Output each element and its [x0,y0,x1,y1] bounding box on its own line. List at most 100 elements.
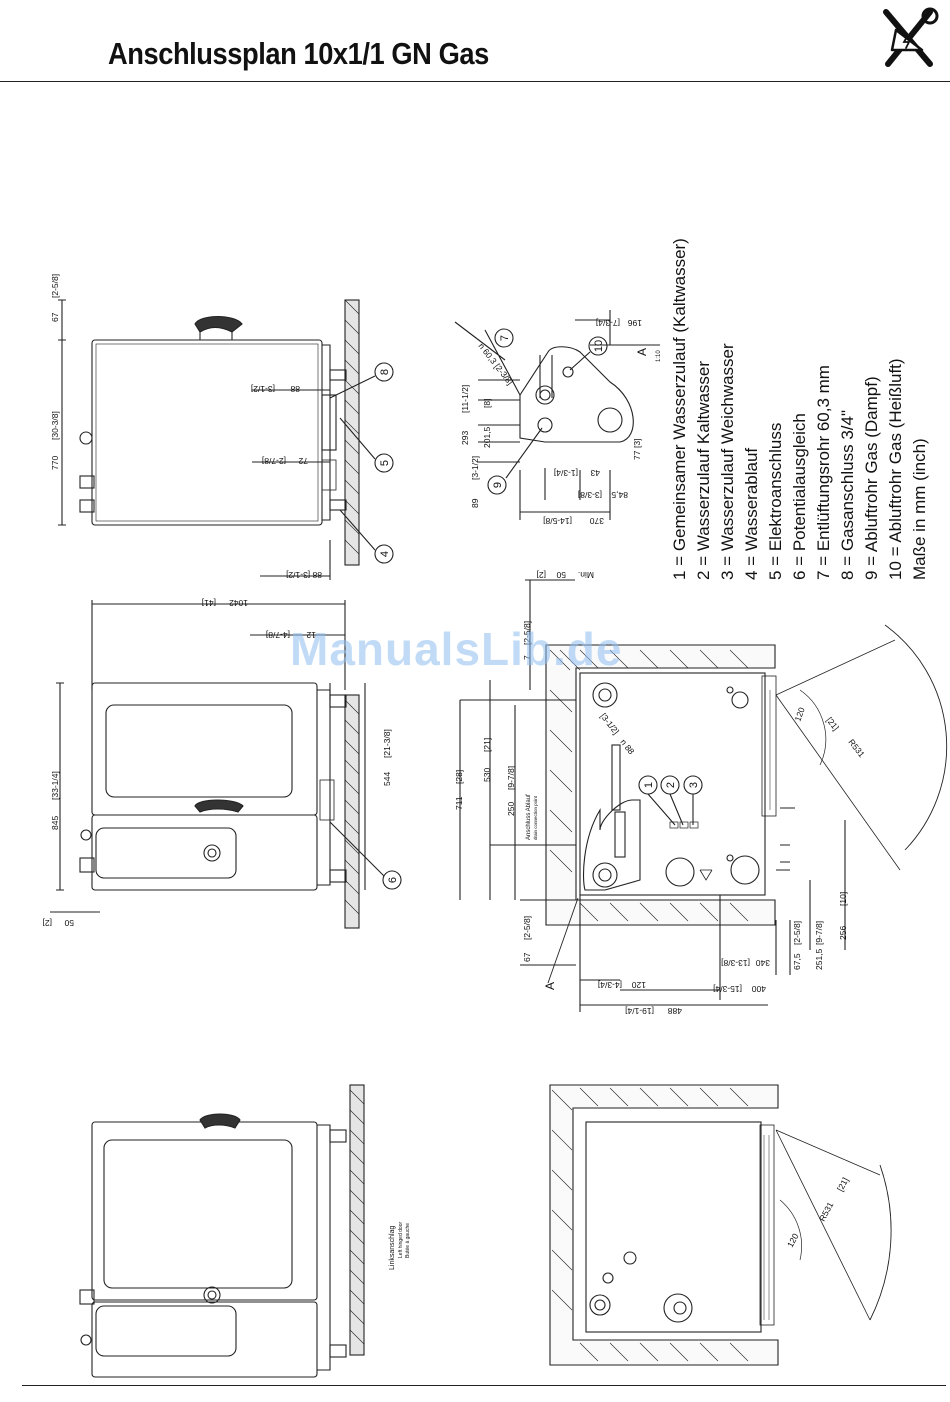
dim-top-88-bottom: 88 [3-1/2] [286,570,322,580]
dim-plan-n88: n 88 [618,737,636,756]
dim-front-1042: 1042 [229,598,248,608]
dim-plan-530-in: [21] [482,738,492,752]
dim-detail-43: 43 [590,468,600,478]
dim-plan-488-in: [19-1/4] [625,1006,654,1016]
dim-detail-845-in: [3-3/8] [578,490,602,500]
dim-plan-711: 711 [454,796,464,810]
dim-detail-89-in: [3-1/2] [470,456,480,480]
legend-item-2: 2 = Wasserzulauf Kaltwasser [694,360,713,580]
left-hinge-plan-view [549,1084,892,1366]
dim-top-88: 88 [290,384,300,394]
plan-view [459,579,948,1012]
drain-note-title: Anschluss Ablauf [526,794,532,840]
dim-plan-67-in: [2-5/8] [522,916,532,940]
legend-item-1: 1 = Gemeinsamer Wasserzulauf (Kaltwasser… [670,238,689,580]
dim-plan-120: 120 [632,980,646,990]
legend-item-7: 7 = Entlüftungsrohr 60,3 mm [814,365,833,580]
top-view [58,299,360,580]
legend-item-8: 8 = Gasanschluss 3/4" [838,410,857,580]
dim-detail-293: 293 [460,431,470,445]
callout-5: 5 [379,460,391,466]
dim-top-72-in: [2-7/8] [262,456,286,466]
dim-top-67-in: [2-5/8] [50,274,60,298]
dim-front-544: 544 [382,772,392,786]
legend-item-10: 10 = Abluftrohr Gas (Heißluft) [886,358,905,580]
dim-plan-250-in: [9-7/8] [506,766,516,790]
callout-1: 1 [643,782,655,788]
dim-plan-400-in: [15-3/4] [713,984,742,994]
callout-3: 3 [688,782,700,788]
dim-plan-675: 67,5 [792,953,802,970]
dim-top-770-in: [30-3/8] [50,411,60,440]
dim-detail-370: 370 [590,516,604,526]
dim-front-544-in: [21-3/8] [382,729,392,758]
page-title: Anschlussplan 10x1/1 GN Gas [108,36,489,71]
dim-front-12: 12 [306,630,316,640]
callout-4: 4 [379,551,391,557]
watermark: ManualsLib.de [290,623,623,675]
front-view [50,600,366,929]
dim-detail-293-in: [11-1/2] [460,385,470,413]
callout-6: 6 [387,877,399,883]
tools-electric-icon [883,7,939,67]
callout-10: 10 [593,340,605,352]
dim-plan-256: 256 [838,926,848,940]
dim-plan-120-angle: 120 [792,706,806,723]
dim-detail-2015-in: [8] [482,399,492,408]
dim-top-67: 67 [50,312,60,322]
legend-item-4: 4 = Wasserablauf [742,447,761,580]
dim-plan-250: 250 [506,802,516,816]
dim-plan-2515-in: [9-7/8] [814,921,824,945]
dim-plan-2515: 251,5 [814,948,824,970]
dim-front-12-in: [4-7/8] [266,630,290,640]
dim-plan-7: 7 [522,655,532,660]
dim-front-845: 845 [50,816,60,830]
dim-front-50: 50 [64,918,74,928]
legend-units: Maße in mm (inch) [910,438,929,580]
dim-plan-50-top-in: [2] [537,570,546,580]
dim-detail-196: 196 [628,318,642,328]
legend-item-6: 6 = Potentialausgleich [790,413,809,580]
dim-detail-370-in: [14-5/8] [543,516,572,526]
left-hinge-fr: Butée à gauche [405,1223,411,1258]
dim-left-r531-in: [21] [835,1176,850,1193]
dim-plan-r531: R531 [846,737,867,759]
legend-item-3: 3 = Wasserzulauf Weichwasser [718,343,737,580]
footer-rule [22,1385,946,1386]
dim-detail-89: 89 [470,498,480,508]
dim-left-120: 120 [785,1231,801,1248]
legend-item-9: 9 = Abluftrohr Gas (Dampf) [862,376,881,580]
detail-marker-a: A [543,982,557,990]
dim-front-50-in: [2] [43,918,52,928]
detail-a [454,310,660,520]
dim-plan-530: 530 [482,768,492,782]
drain-note-sub: drain connection point [533,795,538,840]
dim-front-845-in: [33-1/4] [50,771,60,800]
callout-9: 9 [492,482,504,488]
callout-2: 2 [665,782,677,788]
dim-detail-77: 77 [632,450,642,460]
detail-letter: A [635,348,649,356]
dim-plan-400: 400 [752,984,766,994]
dim-plan-min-top: Min. [578,570,594,580]
dim-plan-120-in: [4-3/4] [598,980,622,990]
dim-top-88-in: [3-1/2] [251,384,275,394]
dim-detail-43-in: [1-3/4] [554,468,578,478]
dim-front-1042-in: [41] [202,598,216,608]
dim-plan-340: 340 [756,958,770,968]
dim-plan-711-in: [28] [454,770,464,784]
detail-scale: 1:10 [656,350,662,362]
left-hinge-en: Left hinged door [398,1222,404,1258]
left-hinge-front-view [79,1084,365,1378]
dim-plan-67: 67 [522,952,532,962]
callout-7: 7 [499,335,511,341]
dim-detail-845: 84,5 [611,490,628,500]
left-hinge-de: Linksanschlag [389,1226,396,1270]
dim-detail-196-in: [7-3/4] [596,318,620,328]
dim-detail-77-in: [3] [632,439,642,448]
header-rule [0,81,950,82]
dim-plan-7-in: [2-5/8] [522,621,532,645]
dim-plan-r531-in: [21] [824,715,841,732]
dim-plan-50-top: 50 [556,570,566,580]
